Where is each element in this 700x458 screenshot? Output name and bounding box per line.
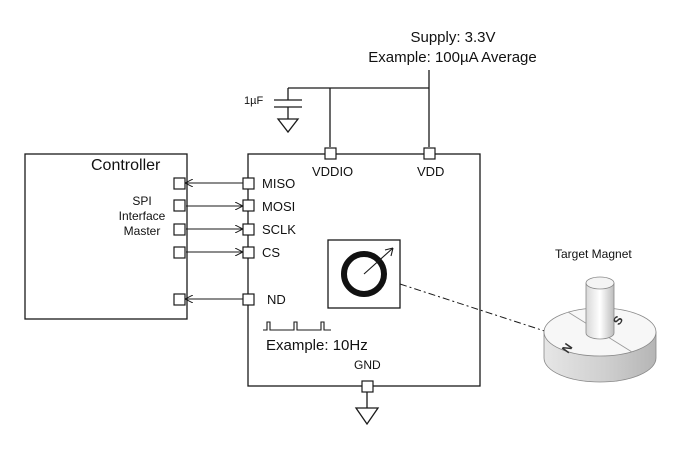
sensor-pin-gnd — [361, 380, 374, 393]
nd-pulse-train — [263, 321, 331, 331]
pin-label-mosi: MOSI — [262, 199, 296, 214]
capacitor-label: 1µF — [244, 95, 264, 107]
controller-pin-miso — [173, 177, 186, 190]
sensor-pin-cs — [242, 246, 255, 259]
sensor-pin-sclk — [242, 223, 255, 236]
decoupling-capacitor — [274, 88, 302, 134]
controller-pin-cs — [173, 246, 186, 259]
pin-label-vdd: VDD — [417, 164, 445, 179]
pin-label-cs: CS — [262, 245, 281, 260]
spi-interface-label: SPI Interface Master — [106, 194, 178, 239]
spi-label-line-1: SPI — [132, 194, 152, 208]
pin-label-gnd: GND — [354, 358, 381, 372]
gnd-symbol — [354, 392, 380, 426]
supply-rail — [288, 70, 430, 147]
pin-label-sclk: SCLK — [262, 222, 296, 237]
spi-label-line-2: Interface — [118, 209, 166, 223]
sensor-pin-vdd — [423, 147, 436, 160]
controller-block — [24, 153, 188, 320]
nd-example-label: Example: 10Hz — [266, 337, 368, 354]
controller-pin-nd — [173, 293, 186, 306]
pin-label-vddio: VDDIO — [312, 164, 354, 179]
pin-label-nd: ND — [267, 292, 286, 307]
controller-pins — [173, 177, 186, 306]
sensor-pin-nd — [242, 293, 255, 306]
target-magnet-title: Target Magnet — [555, 247, 632, 261]
magnet-shaft-top — [585, 276, 615, 290]
sensor-pins — [242, 147, 436, 393]
controller-pin-sclk — [173, 223, 186, 236]
controller-pin-mosi — [173, 199, 186, 212]
sensor-pin-miso — [242, 177, 255, 190]
sensor-pin-vddio — [324, 147, 337, 160]
controller-title: Controller — [91, 157, 161, 174]
sensor-pin-mosi — [242, 199, 255, 212]
rotation-axis-line — [399, 283, 561, 337]
magnet-shaft — [585, 282, 615, 340]
target-magnet: S N — [543, 276, 657, 383]
pin-label-miso: MISO — [262, 176, 296, 191]
supply-current-label: Example: 100µA Average — [368, 49, 537, 66]
signal-lines — [186, 183, 243, 299]
angle-sensor-element — [327, 239, 401, 309]
spi-label-line-3: Master — [123, 224, 161, 238]
supply-voltage-label: Supply: 3.3V — [410, 29, 496, 46]
